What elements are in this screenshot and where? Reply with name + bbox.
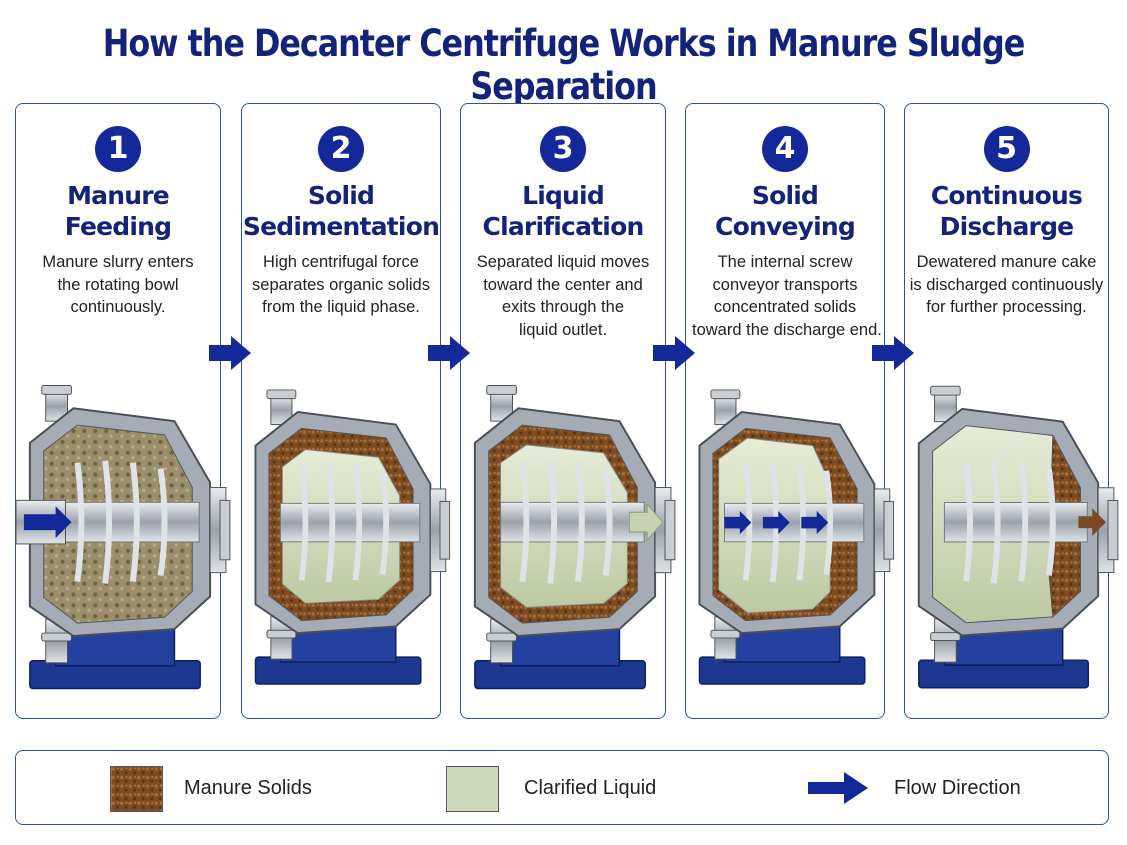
step-description-line: the rotating bowl: [57, 275, 179, 294]
step-description-line: The internal screw: [717, 253, 853, 271]
step-title-line: Feeding: [64, 212, 172, 241]
discharge-arrow-icon: [1078, 508, 1107, 537]
step-description-line: is discharged continuously: [909, 275, 1104, 294]
step-description: Dewatered manure cake is discharged cont…: [907, 251, 1106, 319]
step-description: Manure slurry enters the rotating bowl c…: [22, 251, 214, 319]
step-arrow-icon: [428, 336, 470, 370]
step-number-badge: 5: [983, 126, 1030, 172]
step-title: Solid Sedimentation: [242, 180, 440, 242]
step-title-line: Clarification: [482, 212, 645, 241]
step-number-badge: 3: [540, 126, 586, 172]
step-arrow-icon: [872, 336, 914, 370]
decanter-illustration-feeding: [15, 384, 231, 690]
legend-label-solids: Manure Solids: [184, 777, 312, 799]
step-description-line: continuously.: [70, 298, 166, 316]
step-title-line: Continuous: [930, 181, 1083, 210]
step-title-line: Conveying: [715, 212, 856, 241]
liquid-outlet-arrow-icon: [628, 503, 664, 542]
step-description-line: separates organic solids: [252, 275, 430, 294]
legend: Manure Solids Clarified Liquid Flow Dire…: [15, 750, 1109, 825]
step-number-badge: 4: [762, 126, 808, 172]
manure-solids-swatch: [110, 766, 163, 812]
decanter-illustration-conveying: [698, 389, 895, 685]
step-description-line: Separated liquid moves: [476, 253, 650, 271]
step-panel-discharge: 5 Continuous Discharge Dewatered manure …: [904, 103, 1119, 719]
step-description-line: concentrated solids: [713, 298, 857, 316]
step-description-line: conveyor transports: [712, 275, 858, 294]
step-arrow-icon: [209, 336, 251, 370]
step-description: High centrifugal force separates organic…: [248, 251, 434, 319]
step-description-line: exits through the: [502, 298, 624, 316]
decanter-illustration-discharge: [917, 385, 1119, 689]
step-description-line: from the liquid phase.: [262, 298, 420, 316]
legend-label-liquid: Clarified Liquid: [524, 777, 657, 799]
clarified-liquid-swatch: [446, 766, 499, 812]
step-arrow-icon: [653, 336, 695, 370]
step-title: Manure Feeding: [16, 180, 220, 242]
step-description-line: liquid outlet.: [518, 320, 608, 339]
step-title-line: Discharge: [939, 212, 1074, 241]
step-title-line: Solid: [751, 181, 819, 210]
step-title-line: Liquid: [522, 181, 605, 210]
step-description-line: Manure slurry enters: [42, 253, 194, 271]
step-title: Liquid Clarification: [461, 180, 665, 242]
flow-arrows-icon: [724, 511, 829, 535]
step-number-badge: 2: [318, 126, 364, 172]
step-description: Separated liquid moves toward the center…: [467, 251, 659, 341]
step-description-line: toward the center and: [483, 275, 643, 294]
legend-label-flow: Flow Direction: [894, 777, 1021, 799]
step-title-line: Sedimentation: [242, 212, 440, 241]
page-title: How the Decanter Centrifuge Works in Man…: [102, 22, 1026, 108]
decanter-illustration-clarification: [473, 384, 676, 690]
decanter-illustration-sedimentation: [254, 389, 451, 685]
step-panel-clarification: 3 Liquid Clarification Separated liquid …: [460, 103, 676, 719]
step-description: The internal screw conveyor transports c…: [692, 251, 882, 341]
step-title-line: Solid: [307, 181, 375, 210]
step-title: Solid Conveying: [686, 180, 884, 242]
step-description-line: Dewatered manure cake: [916, 253, 1097, 271]
step-title: Continuous Discharge: [905, 180, 1108, 242]
step-description-line: toward the discharge end.: [692, 320, 882, 339]
step-panel-sedimentation: 2 Solid Sedimentation High centrifugal f…: [241, 103, 451, 719]
step-description-line: for further processing.: [926, 298, 1087, 316]
step-title-line: Manure: [67, 181, 170, 210]
step-panel-feeding: 1 Manure Feeding Manure slurry enters th…: [15, 103, 231, 719]
step-description-line: High centrifugal force: [263, 253, 419, 271]
step-number-badge: 1: [95, 126, 141, 172]
flow-direction-arrow-icon: [808, 772, 868, 804]
step-panel-conveying: 4 Solid Conveying The internal screw con…: [685, 103, 895, 719]
